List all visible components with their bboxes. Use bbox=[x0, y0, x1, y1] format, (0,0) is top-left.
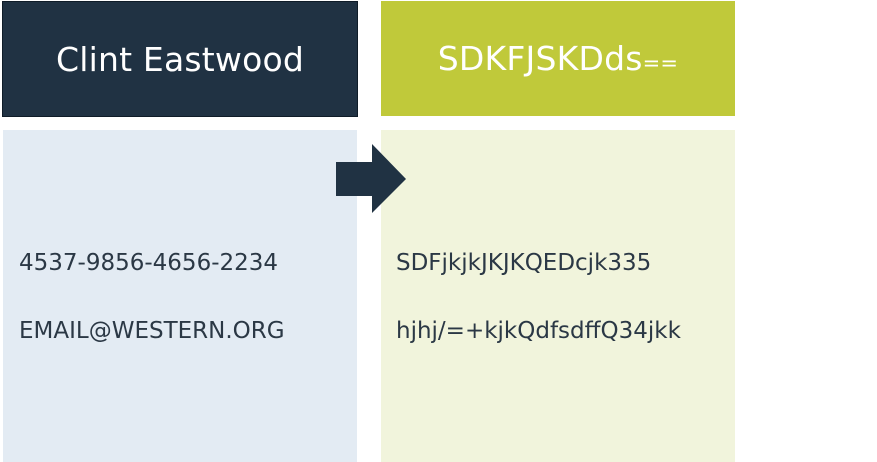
ciphertext-line-2: hjhj/=+kjkQdfsdffQ34jkk bbox=[396, 318, 681, 344]
plaintext-card-number: 4537-9856-4656-2234 bbox=[19, 250, 279, 276]
plaintext-email: EMAIL@WESTERN.ORG bbox=[19, 318, 285, 344]
ciphertext-line-1: SDFjkjkJKJKQEDcjk335 bbox=[396, 250, 652, 276]
arrow-right-icon bbox=[336, 144, 406, 213]
ciphertext-header: SDKFJSKDds== bbox=[381, 1, 735, 116]
ciphertext-title-suffix: == bbox=[642, 51, 679, 75]
ciphertext-title-main: SDKFJSKDds bbox=[437, 39, 643, 78]
plaintext-title: Clint Eastwood bbox=[55, 39, 305, 79]
plaintext-panel: 4537-9856-4656-2234 EMAIL@WESTERN.ORG bbox=[3, 130, 357, 462]
ciphertext-title: SDKFJSKDds== bbox=[438, 39, 678, 78]
plaintext-header: Clint Eastwood bbox=[2, 1, 358, 117]
ciphertext-panel: SDFjkjkJKJKQEDcjk335 hjhj/=+kjkQdfsdffQ3… bbox=[381, 130, 735, 462]
